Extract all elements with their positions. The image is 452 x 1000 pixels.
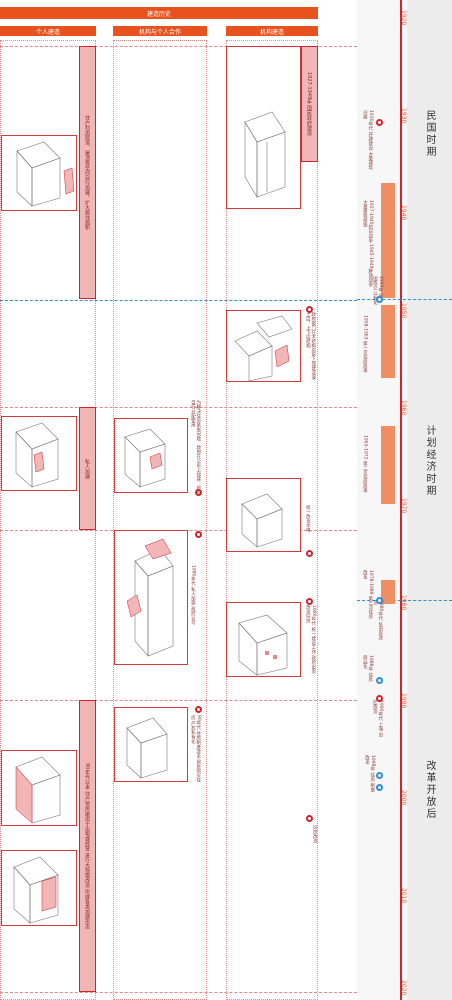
column-cooperation — [113, 40, 207, 1000]
personal-band-2: 私人加建 — [79, 407, 96, 530]
timeline-marker — [376, 784, 383, 791]
cooperation-note-3: 90年代 住房制度改革 居民购买住房 产权私有化 — [190, 715, 201, 783]
event-text: 1937-1945抗日战争 1945-1949解放战争 大量建筑损毁 — [362, 200, 373, 287]
building-sketch-icon — [15, 756, 61, 824]
building-sketch-icon — [16, 141, 75, 207]
timeline-marker — [376, 296, 383, 303]
period-bar-reform-2 — [381, 426, 395, 504]
year-2010: 2010 — [400, 888, 407, 904]
column-header-cooperation: 机构与个人合作 — [113, 26, 207, 36]
era-separator — [357, 600, 452, 601]
personal-band-1: 住户利用院落、屋顶等空间自行加建，扩大居住面积 — [79, 46, 96, 299]
era-separator — [357, 299, 452, 300]
year-2000: 2000 — [400, 790, 407, 806]
building-sketch-icon — [234, 315, 293, 382]
building-sketch-icon — [241, 493, 283, 548]
era-reform: 改革开放后 — [424, 760, 435, 820]
event-dot — [306, 598, 313, 605]
personal-sketch-1 — [1, 135, 77, 211]
event-text: 1980年代 危旧房改造 — [372, 600, 383, 640]
connector-line — [0, 992, 357, 993]
institution-note-2: 政府部门在木结构房屋上加建混凝土层，上下层结构 — [305, 312, 316, 380]
timeline-marker — [376, 772, 383, 779]
institution-note-5: 旧房改造 — [312, 825, 318, 843]
building-sketch-icon — [15, 422, 59, 488]
personal-sketch-2 — [1, 416, 77, 491]
event-text: 1949年 新中国成立 公有化 — [372, 276, 383, 305]
institution-sketch-1 — [226, 46, 301, 209]
event-dot — [195, 706, 202, 713]
institution-note-4: 1980年代 统一建设工作 政府出资改造旧房 — [305, 605, 316, 674]
period-bar-reform-3 — [381, 580, 395, 604]
era-planned-economy: 计划经济时期 — [424, 425, 435, 497]
event-text: 1978-1989 第三次住房改革 — [362, 570, 373, 619]
year-2020: 2020 — [400, 980, 407, 996]
cooperation-sketch-1 — [114, 418, 188, 493]
building-sketch-icon — [238, 614, 288, 676]
era-strip — [407, 0, 452, 1000]
building-sketch-icon — [124, 428, 166, 488]
personal-sketch-4 — [1, 850, 77, 926]
connector-line — [0, 407, 357, 408]
connector-line — [0, 700, 357, 701]
era-republic: 民国时期 — [424, 110, 435, 158]
header-title: 建造历史 — [146, 10, 171, 18]
event-text: 1963-1972 第二次住房改革 — [362, 435, 368, 493]
column-header-institution: 机构建造 — [226, 26, 318, 36]
event-text: 1988年 住房商品化 — [362, 655, 373, 682]
personal-band-3: 90年代以来 住户将房屋用于出租或经营 进行大规模改造 形成各类加建形态 — [79, 700, 96, 992]
building-sketch-icon — [13, 856, 59, 924]
timeline-marker — [376, 597, 383, 604]
institution-sketch-3 — [226, 478, 301, 552]
cooperation-sketch-3 — [114, 707, 188, 782]
connector-line — [0, 300, 357, 301]
institution-sketch-2 — [226, 310, 301, 382]
year-1940: 1940 — [400, 205, 407, 221]
timeline-marker — [376, 677, 383, 684]
period-bar-war — [381, 183, 395, 298]
event-dot — [306, 306, 313, 313]
timeline-marker — [376, 695, 383, 702]
event-dot — [195, 489, 202, 496]
event-text: 1930年代 开辟建设 大量建筑兴建 — [362, 110, 373, 170]
timeline-marker — [376, 119, 383, 126]
event-dot — [195, 531, 202, 538]
event-text: 1990年代 上海 旧区改造 — [372, 700, 383, 737]
year-1950: 1950 — [400, 303, 407, 319]
cooperation-sketch-2 — [114, 530, 188, 665]
cooperation-note-2: 1980年代 私人加建 政府认可 — [190, 565, 196, 625]
building-sketch-icon — [244, 111, 286, 199]
building-sketch-icon — [126, 717, 168, 779]
connector-line — [0, 46, 357, 47]
event-dot — [306, 550, 313, 557]
timeline-axis — [400, 0, 402, 1000]
year-1960: 1960 — [400, 400, 407, 416]
header-bar: 建造历史 — [0, 7, 318, 19]
event-dot — [306, 815, 313, 822]
institution-note-3: 统一改造水电 — [305, 505, 311, 532]
column-header-personal: 个人建造 — [0, 26, 96, 36]
period-bar-reform-1 — [381, 305, 395, 378]
year-1980: 1980 — [400, 595, 407, 611]
institution-band-1: 1927-1949年 国民政府建造 — [301, 46, 318, 162]
cooperation-note-1: 为解决住房紧张问题，政府在公房上加建，居民自行分配使用 — [190, 400, 201, 495]
year-1930: 1930 — [400, 108, 407, 124]
event-text: 1998年 住房 制度改革 — [364, 755, 375, 792]
personal-sketch-3 — [1, 750, 77, 826]
year-1970: 1970 — [400, 498, 407, 514]
event-text: 1958-1963 第一次住房改革 — [362, 315, 368, 373]
building-sketch-icon — [126, 538, 174, 657]
institution-sketch-4 — [226, 602, 301, 677]
year-1990: 1990 — [400, 693, 407, 709]
year-1920: 1920 — [400, 10, 407, 26]
